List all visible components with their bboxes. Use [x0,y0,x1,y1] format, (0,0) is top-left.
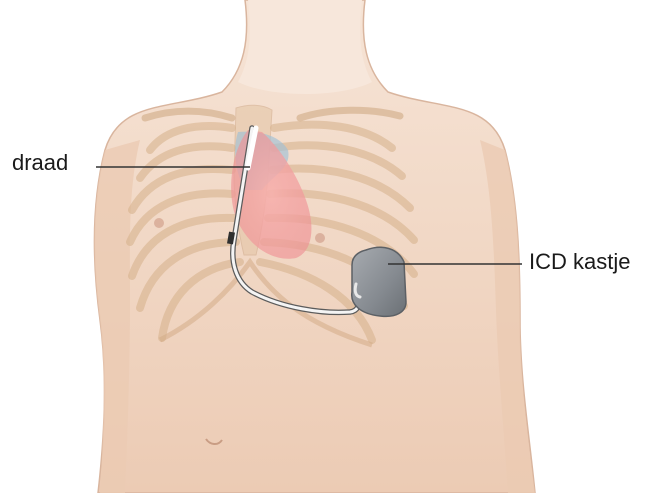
lead-label: draad [12,152,68,174]
left-nipple [154,218,164,228]
icd-device-label: ICD kastje [529,251,630,273]
neck [238,0,372,94]
right-nipple [315,233,325,243]
icd-device [352,247,406,316]
